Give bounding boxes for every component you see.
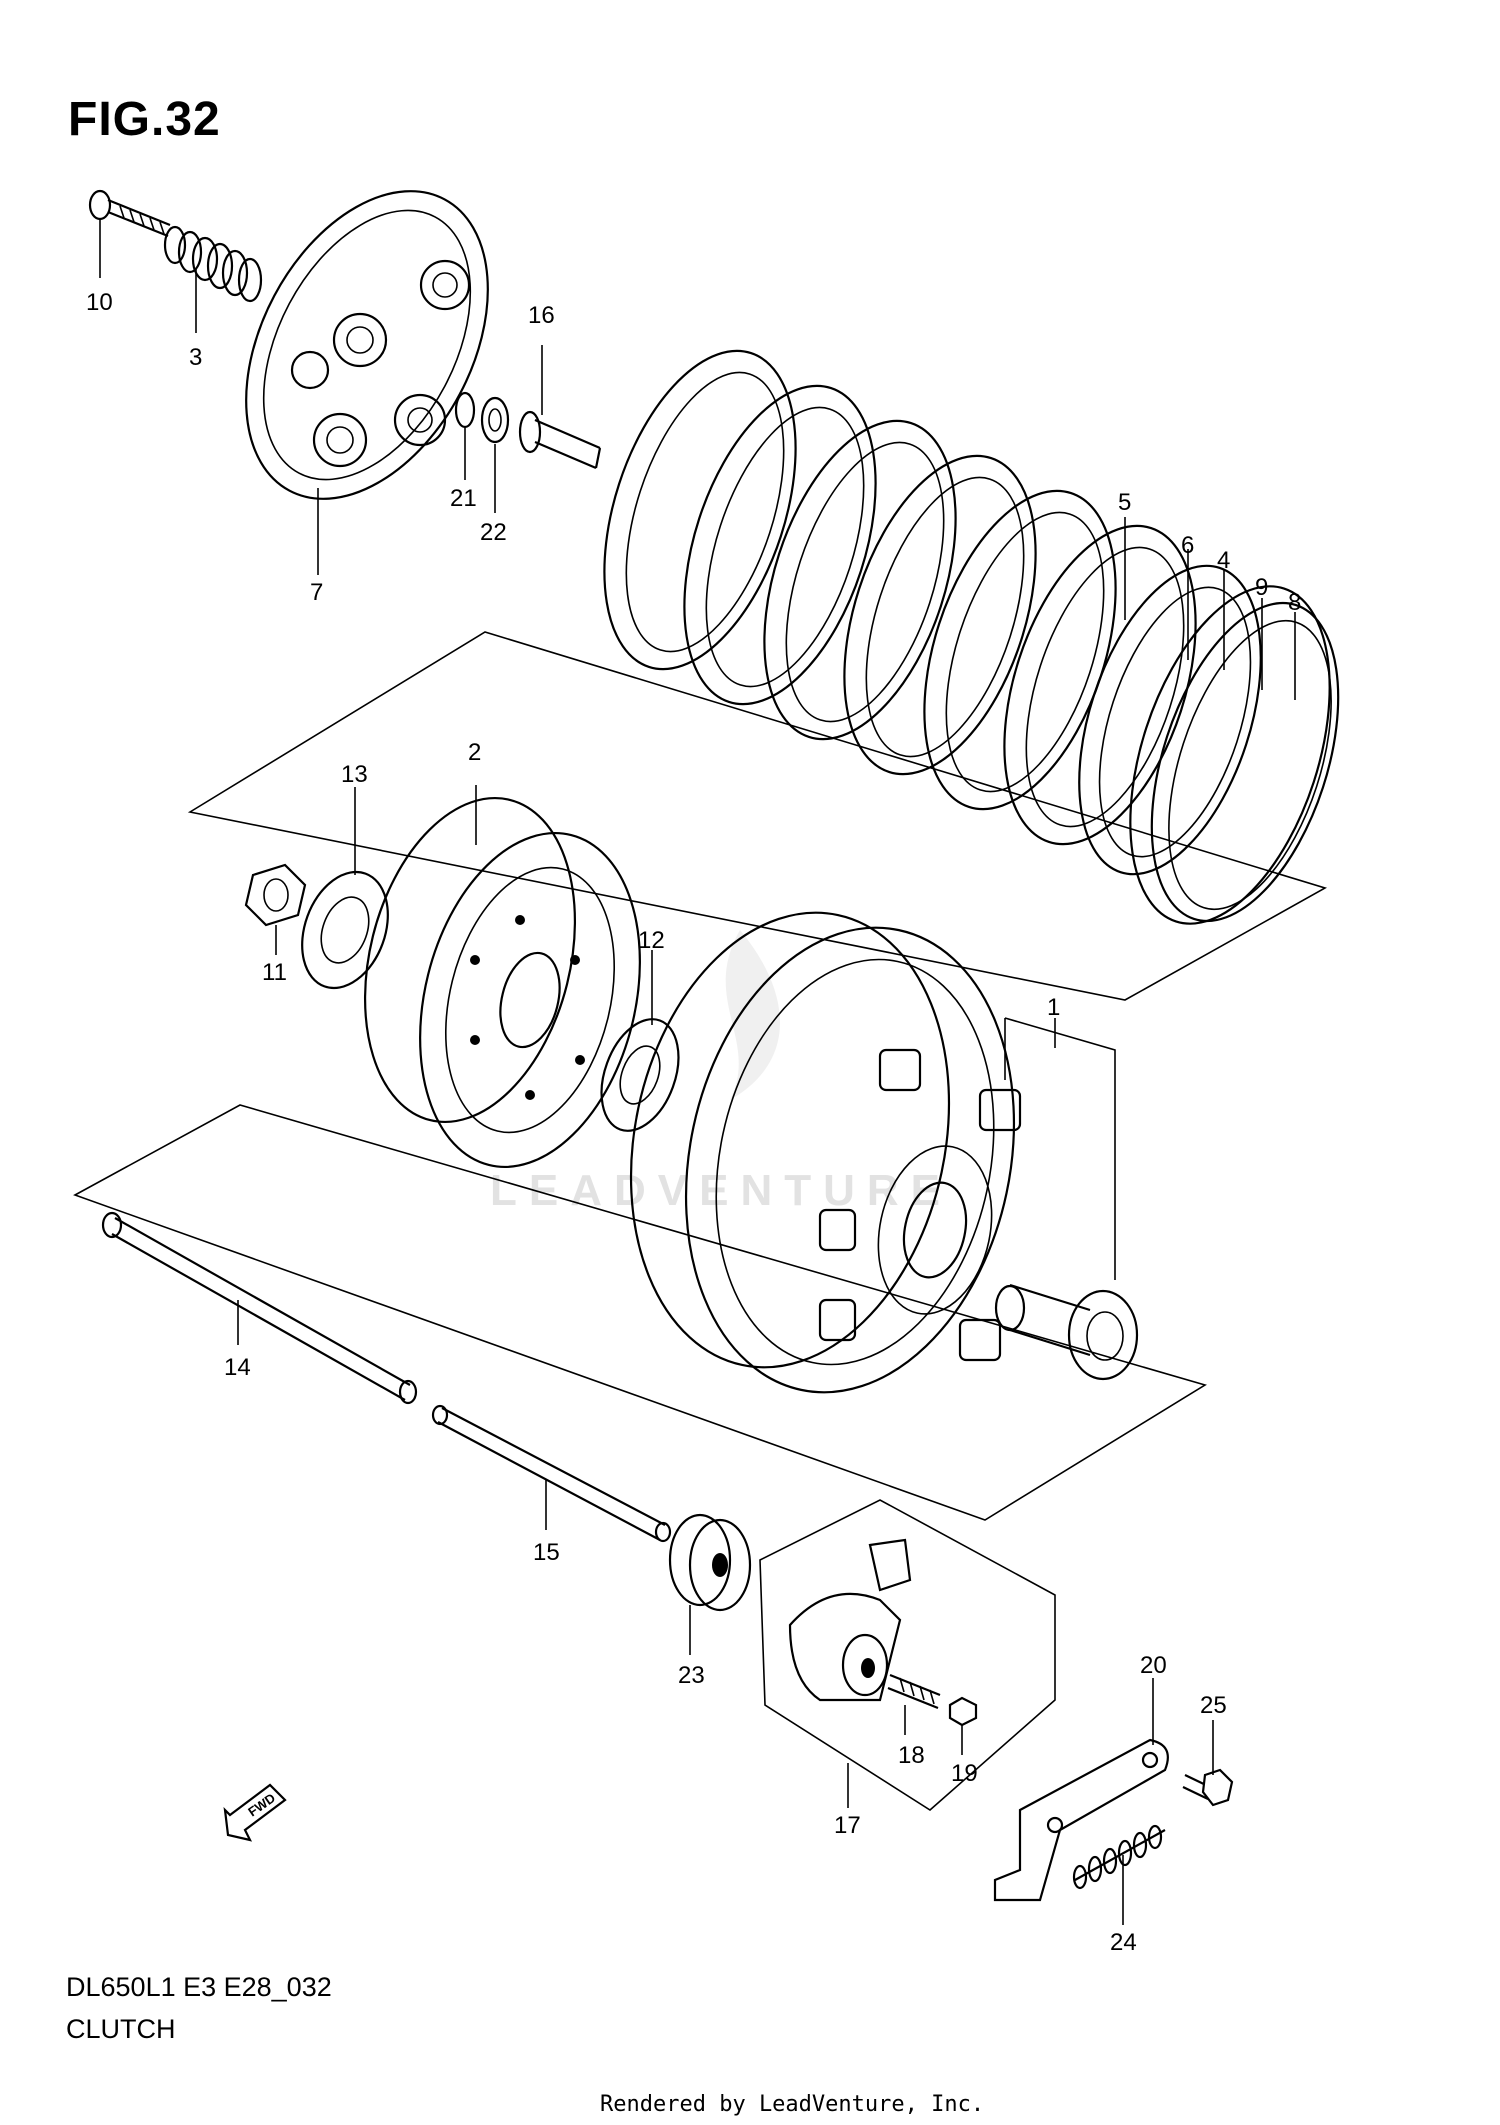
plate-stack-frame <box>187 631 1328 1001</box>
credit-text: Rendered by LeadVenture, Inc. <box>600 2092 985 2117</box>
release-nut <box>948 1696 978 1727</box>
clutch-sleeve-hub <box>363 796 641 1168</box>
release-group-frame <box>759 1499 1056 1811</box>
clutch-spring-bolt <box>88 189 171 238</box>
callout-18: 18 <box>898 1742 925 1769</box>
callout-8: 8 <box>1288 589 1301 616</box>
watermark-text: LEADVENTURE <box>490 1166 952 1215</box>
pressure-plate <box>245 190 489 500</box>
oil-seal <box>668 1513 752 1612</box>
callout-19: 19 <box>951 1760 978 1787</box>
callout-25: 25 <box>1200 1692 1227 1719</box>
clutch-push-piece <box>454 391 602 470</box>
callout-2: 2 <box>468 739 481 766</box>
clutch-hub-washer <box>301 870 389 990</box>
clutch-push-rod-short <box>431 1404 672 1543</box>
model-code: DL650L1 E3 E28_032 <box>66 1972 332 2002</box>
callout-6: 6 <box>1181 532 1194 559</box>
clutch-housing <box>629 911 1022 1394</box>
callout-1: 1 <box>1047 994 1060 1021</box>
housing-bracket <box>1004 1017 1116 1280</box>
callout-7: 7 <box>310 579 323 606</box>
bracket-spring <box>1072 1824 1166 1890</box>
leader-lines <box>99 218 1296 1925</box>
release-bracket <box>993 1738 1169 1902</box>
callout-4: 4 <box>1217 547 1230 574</box>
clutch-spring <box>163 225 263 303</box>
callout-13: 13 <box>341 761 368 788</box>
callout-14: 14 <box>224 1354 251 1381</box>
clutch-push-rod-long <box>101 1211 418 1405</box>
callout-3: 3 <box>189 344 202 371</box>
callout-15: 15 <box>533 1539 560 1566</box>
callout-22: 22 <box>480 519 507 546</box>
clutch-release-cylinder <box>788 1538 912 1702</box>
callout-11: 11 <box>262 959 287 986</box>
callout-23: 23 <box>678 1662 705 1689</box>
callout-10: 10 <box>86 289 113 316</box>
callout-12: 12 <box>638 927 665 954</box>
callout-9: 9 <box>1255 574 1268 601</box>
callout-5: 5 <box>1118 489 1131 516</box>
clutch-spacer <box>994 1283 1139 1381</box>
hub-frame <box>73 1104 1207 1521</box>
bracket-bolt <box>1182 1768 1234 1807</box>
figure-title: FIG.32 <box>68 93 221 146</box>
callout-21: 21 <box>450 485 477 512</box>
section-name: CLUTCH <box>66 2014 176 2044</box>
release-bolt <box>887 1673 941 1710</box>
watermark-logo-icon <box>725 930 780 1100</box>
clutch-hub-nut <box>244 863 307 927</box>
fwd-arrow-icon: FWD <box>223 1783 287 1842</box>
callout-16: 16 <box>528 302 555 329</box>
clutch-plate-stack <box>603 349 1340 925</box>
callout-24: 24 <box>1110 1929 1137 1956</box>
callout-20: 20 <box>1140 1652 1167 1679</box>
callout-17: 17 <box>834 1812 861 1839</box>
thrust-washer <box>600 1018 680 1132</box>
